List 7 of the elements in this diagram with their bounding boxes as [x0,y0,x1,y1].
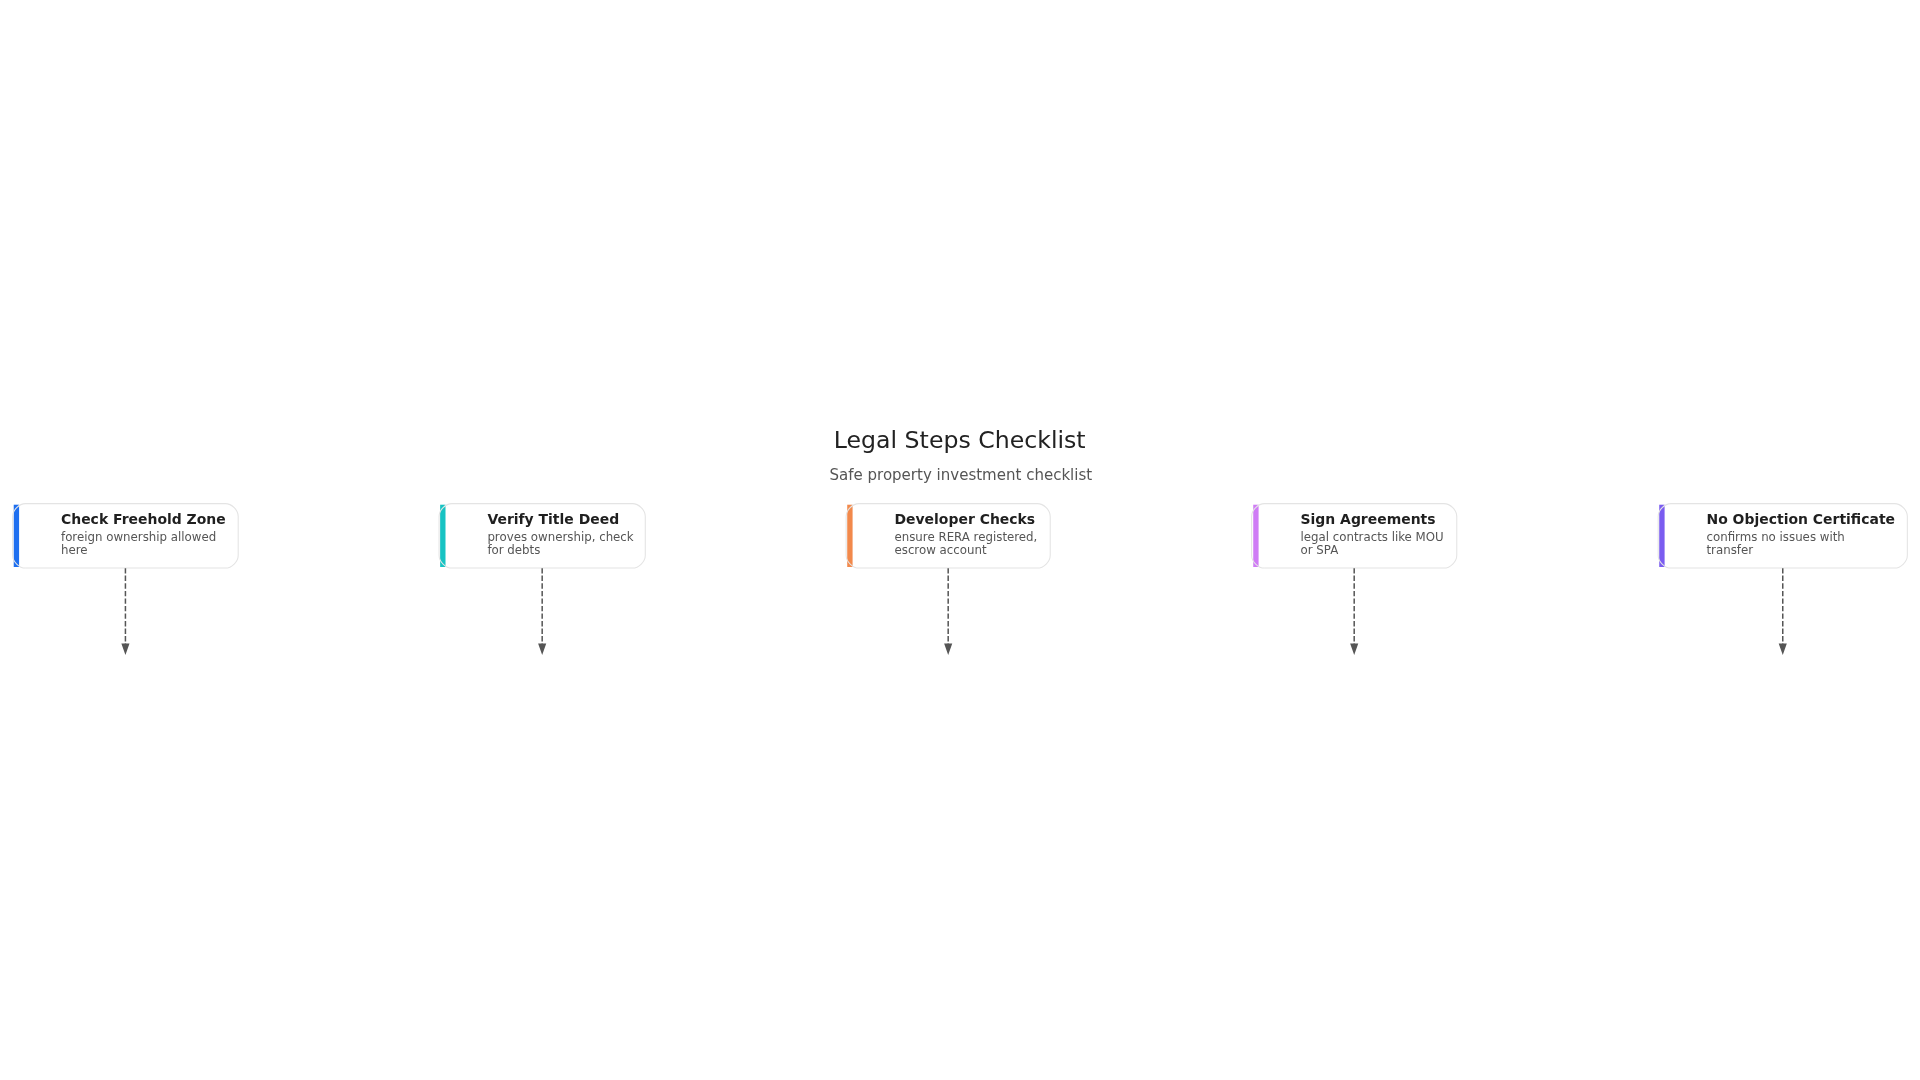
caption: Safe property investment checklist [829,466,1093,485]
arrow [538,567,547,656]
arrow [1778,567,1787,656]
arrow [121,567,130,656]
diagram-title: Legal Steps Checklist [833,426,1086,455]
arrow [944,567,953,656]
arrow [1350,567,1359,656]
